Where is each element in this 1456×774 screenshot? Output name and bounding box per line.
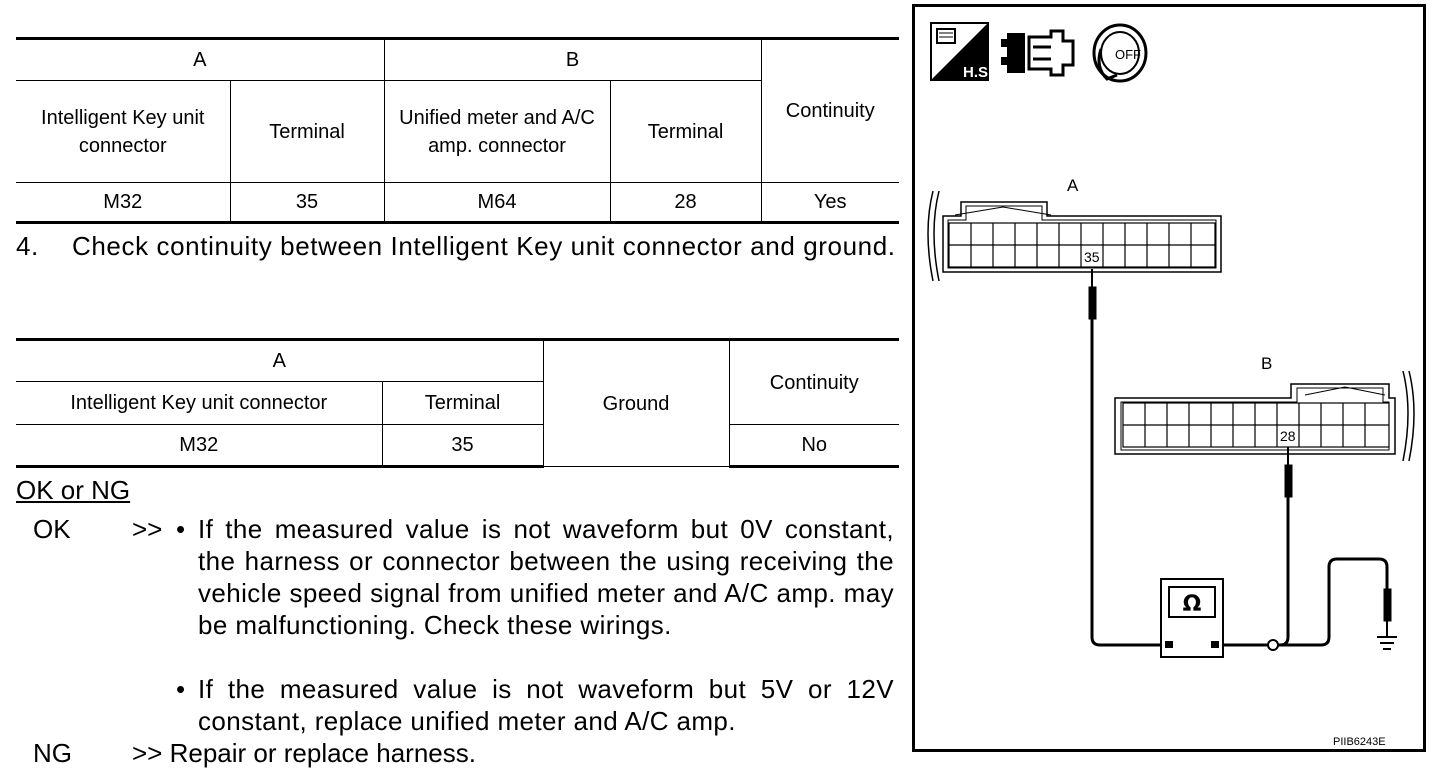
- ground-lead: [1267, 557, 1392, 651]
- ignition-off-icon: OFF: [1092, 23, 1148, 83]
- col-b-terminal: Terminal: [609, 80, 762, 183]
- continuity-table-a-ground: A Ground Continuity Intelligent Key unit…: [16, 338, 899, 468]
- connector-b-cavities: [1122, 402, 1390, 448]
- ok-label: OK: [33, 514, 71, 544]
- col-a-terminal: Terminal: [381, 381, 544, 425]
- cell-a-terminal: 35: [381, 424, 544, 468]
- ok-arrow: >>: [132, 514, 163, 544]
- probe-lead-a: [1088, 269, 1163, 647]
- terminal-28-label: 28: [1280, 428, 1296, 444]
- cell-continuity: Yes: [760, 182, 899, 224]
- col-a-terminal: Terminal: [229, 80, 385, 183]
- ohmmeter-icon: Ω: [1160, 578, 1224, 658]
- cell-a-terminal: 35: [229, 182, 385, 224]
- ok-bullet-2: If the measured value is not waveform bu…: [198, 674, 894, 736]
- ground-icon: [1377, 636, 1397, 650]
- probe-lead-b: [1215, 447, 1293, 647]
- header-continuity: Continuity: [760, 37, 899, 183]
- header-b: B: [383, 37, 762, 81]
- col-a-connector: Intelligent Key unit connector: [16, 381, 383, 425]
- col-b-connector: Unified meter and A/C amp. connector: [383, 80, 611, 183]
- result-heading: OK or NG: [16, 475, 131, 505]
- cell-b-terminal: 28: [609, 182, 762, 224]
- connector-a-cavities: [948, 222, 1216, 268]
- bullet-marker: •: [176, 674, 186, 704]
- continuity-table-a-b: A B Continuity Intelligent Key unit conn…: [16, 37, 899, 224]
- cell-b-connector: M64: [383, 182, 611, 224]
- cell-a-connector: M32: [16, 182, 231, 224]
- step-text: Check continuity between Intelligent Key…: [72, 231, 896, 261]
- diagram-svg: H.S. OFF A 35: [927, 22, 1415, 748]
- connector-disconnect-icon: [1001, 29, 1075, 77]
- terminal-35-label: 35: [1084, 249, 1100, 265]
- connector-a: 35: [927, 190, 1222, 282]
- ng-text: >> Repair or replace harness.: [132, 738, 476, 768]
- cell-continuity: No: [728, 424, 899, 468]
- hs-label: H.S.: [963, 64, 992, 81]
- harness-side-icon: H.S.: [930, 22, 992, 81]
- step-number: 4.: [16, 231, 39, 261]
- col-a-connector: Intelligent Key unit connector: [16, 80, 231, 183]
- connector-b-label: B: [1261, 354, 1272, 373]
- bullet-marker: •: [176, 514, 186, 544]
- connector-a-label: A: [1067, 176, 1079, 195]
- header-ground: Ground: [542, 338, 730, 467]
- header-a: A: [16, 338, 544, 382]
- cell-a-connector: M32: [16, 424, 383, 468]
- wiring-diagram: H.S. OFF A 35: [912, 4, 1426, 752]
- ng-label: NG: [33, 738, 72, 768]
- figure-code: PIIB6243E: [1333, 736, 1386, 748]
- off-label: OFF: [1115, 47, 1141, 62]
- header-a: A: [16, 37, 385, 81]
- ohm-symbol: Ω: [1183, 592, 1202, 617]
- ok-bullet-1: If the measured value is not waveform bu…: [198, 514, 894, 640]
- header-continuity: Continuity: [728, 338, 899, 425]
- connector-b: 28: [1114, 370, 1415, 462]
